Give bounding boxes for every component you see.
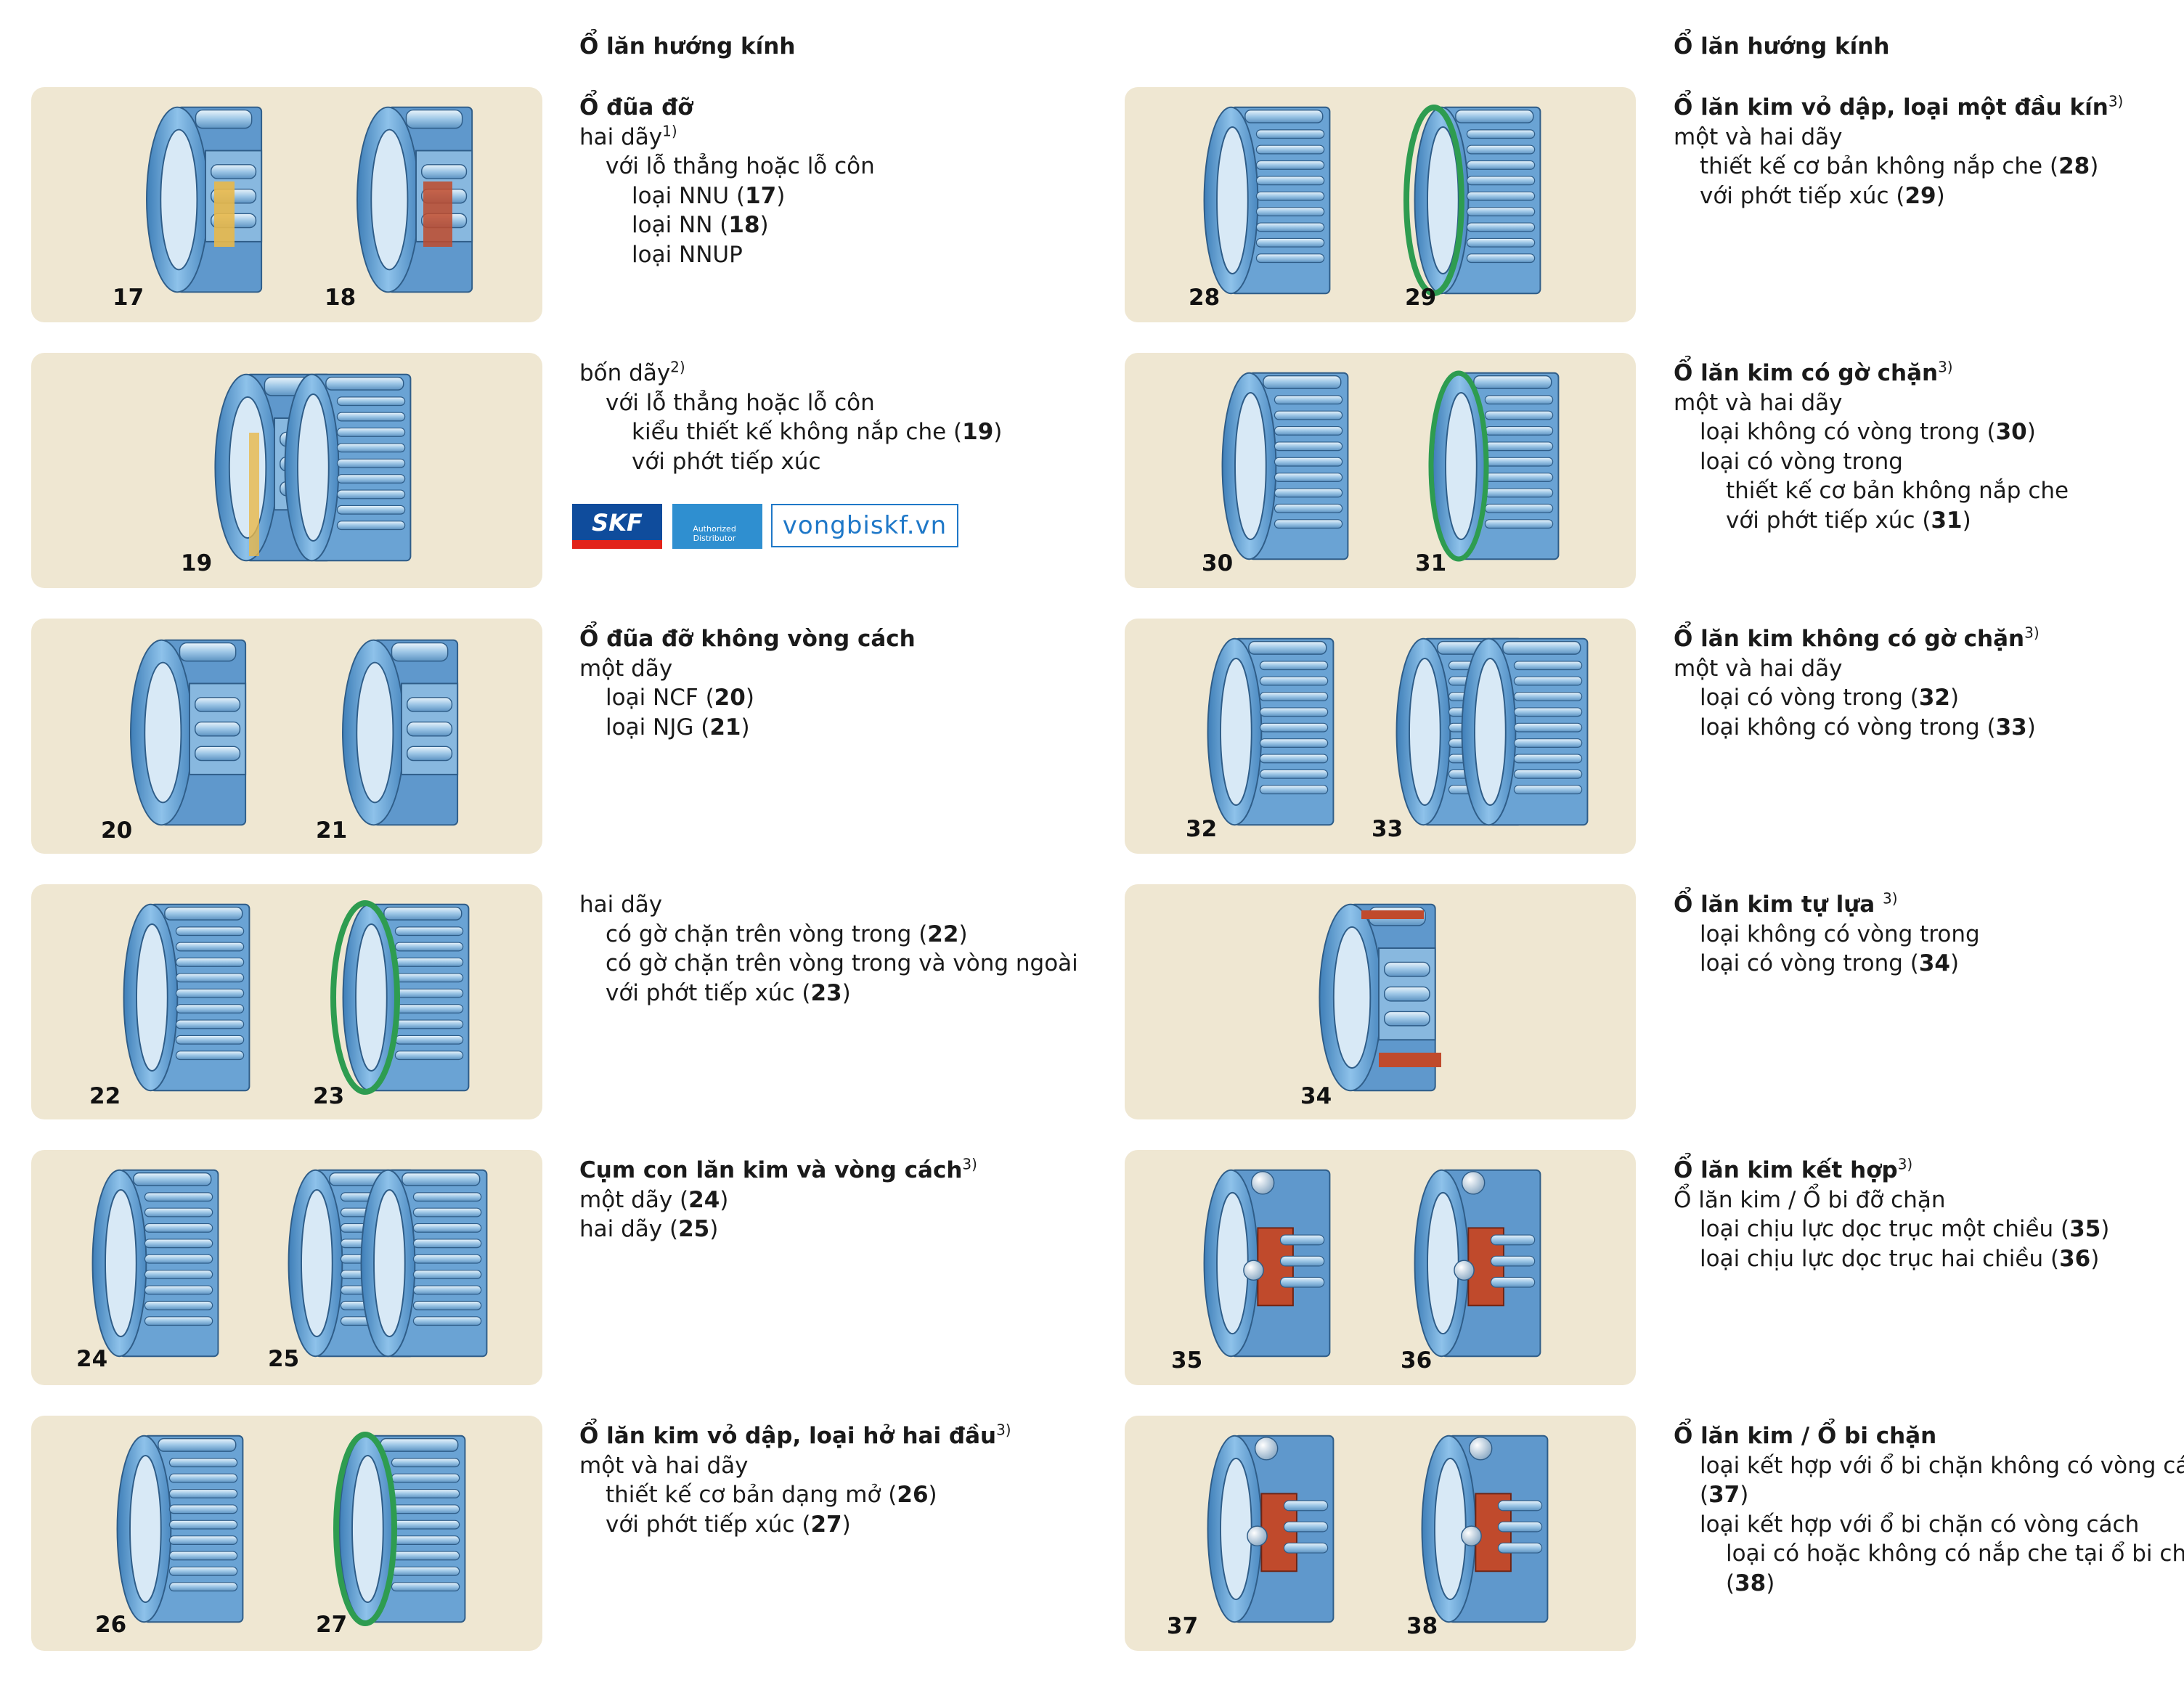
panel-needle-thrust: 37 38 xyxy=(1125,1416,1636,1651)
website-label[interactable]: vongbiskf.vn xyxy=(771,504,958,547)
figure-number-37: 37 xyxy=(1167,1613,1198,1639)
desc-full-complement: Ổ đũa đỡ không vòng cách một dãy loại NC… xyxy=(579,626,916,740)
figure-number-17: 17 xyxy=(113,285,144,311)
figure-number-19: 19 xyxy=(181,550,212,576)
figure-number-20: 20 xyxy=(101,817,132,844)
desc-drawn-closed: Ổ lăn kim vỏ dập, loại một đầu kín3) một… xyxy=(1674,92,2124,209)
figure-number-21: 21 xyxy=(316,817,347,844)
desc-double-row: hai dãy có gờ chặn trên vòng trong (22) … xyxy=(579,892,1078,1006)
skf-logo: SKF xyxy=(572,504,662,549)
desc-no-flange: Ổ lăn kim không có gờ chặn3) một và hai … xyxy=(1674,624,2040,740)
panel-cylindrical-double: 17 18 xyxy=(31,87,542,322)
heading-right: Ổ lăn hướng kính xyxy=(1674,33,1890,60)
panel-drawn-open: 26 27 xyxy=(31,1416,542,1651)
panel-four-row: 19 xyxy=(31,353,542,588)
desc-title: Ổ đũa đỡ xyxy=(579,94,693,121)
figure-number-27: 27 xyxy=(316,1612,347,1638)
figure-number-25: 25 xyxy=(268,1346,299,1372)
figure-number-29: 29 xyxy=(1405,285,1436,311)
panel-flanged: 30 31 xyxy=(1125,353,1636,588)
figure-number-38: 38 xyxy=(1406,1613,1438,1639)
svg-text:SKF: SKF xyxy=(592,509,643,536)
panel-combined: 35 36 xyxy=(1125,1150,1636,1385)
authorized-distributor-logo: Authorized Distributor xyxy=(672,504,762,549)
figure-number-26: 26 xyxy=(95,1612,126,1638)
panel-needle-cage: 24 25 xyxy=(31,1150,542,1385)
figure-number-36: 36 xyxy=(1401,1347,1432,1374)
heading-left: Ổ lăn hướng kính xyxy=(579,33,796,60)
figure-number-23: 23 xyxy=(313,1083,344,1109)
panel-self-align: 34 xyxy=(1125,884,1636,1119)
desc-needle-cage: Cụm con lăn kim và vòng cách3) một dãy (… xyxy=(579,1155,977,1242)
panel-full-complement: 20 21 xyxy=(31,619,542,854)
desc-flanged: Ổ lăn kim có gờ chặn3) một và hai dãy lo… xyxy=(1674,358,2069,534)
panel-no-flange: 32 33 xyxy=(1125,619,1636,854)
figure-number-32: 32 xyxy=(1186,816,1217,842)
desc-combined: Ổ lăn kim kết hợp3) Ổ lăn kim / Ổ bi đỡ … xyxy=(1674,1155,2110,1272)
panel-double-row: 22 23 xyxy=(31,884,542,1119)
figure-number-33: 33 xyxy=(1372,816,1403,842)
figure-number-28: 28 xyxy=(1189,285,1220,311)
desc-four-row: bốn dãy2) với lỗ thẳng hoặc lỗ côn kiểu … xyxy=(579,358,1003,475)
panel-drawn-closed: 28 29 xyxy=(1125,87,1636,322)
figure-number-22: 22 xyxy=(89,1083,121,1109)
figure-number-35: 35 xyxy=(1171,1347,1202,1374)
figure-number-18: 18 xyxy=(325,285,356,311)
desc-needle-thrust: Ổ lăn kim / Ổ bi chặn loại kết hợp với ổ… xyxy=(1674,1423,2184,1596)
figure-number-30: 30 xyxy=(1202,550,1233,576)
figure-number-24: 24 xyxy=(76,1346,107,1372)
desc-drawn-open: Ổ lăn kim vỏ dập, loại hở hai đầu3) một … xyxy=(579,1421,1011,1538)
figure-number-31: 31 xyxy=(1415,550,1446,576)
desc-cylindrical-double: Ổ đũa đỡ hai dãy1) với lỗ thẳng hoặc lỗ … xyxy=(579,94,875,268)
desc-self-align: Ổ lăn kim tự lựa 3) loại không có vòng t… xyxy=(1674,889,1980,976)
figure-number-34: 34 xyxy=(1300,1083,1332,1109)
